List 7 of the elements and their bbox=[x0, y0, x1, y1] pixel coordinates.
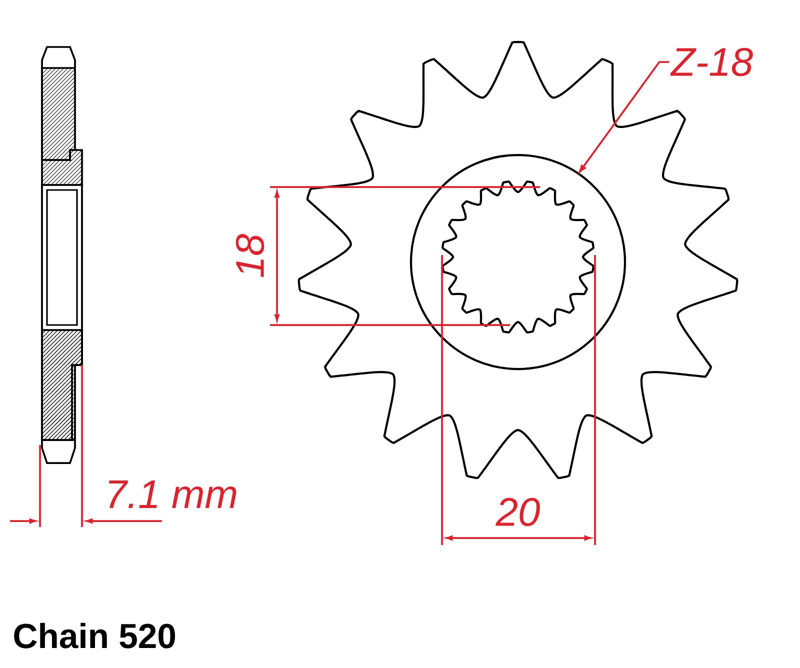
dimension-label: 20 bbox=[496, 498, 540, 526]
dimension-label: 18 bbox=[236, 234, 264, 278]
callout-label: Z-18 bbox=[670, 48, 753, 76]
spline-bore-drawing bbox=[442, 180, 594, 334]
leader-line bbox=[578, 61, 670, 173]
dimension-label: 7.1 mm bbox=[108, 480, 236, 508]
chain-size-label: Chain 520 bbox=[14, 622, 176, 648]
